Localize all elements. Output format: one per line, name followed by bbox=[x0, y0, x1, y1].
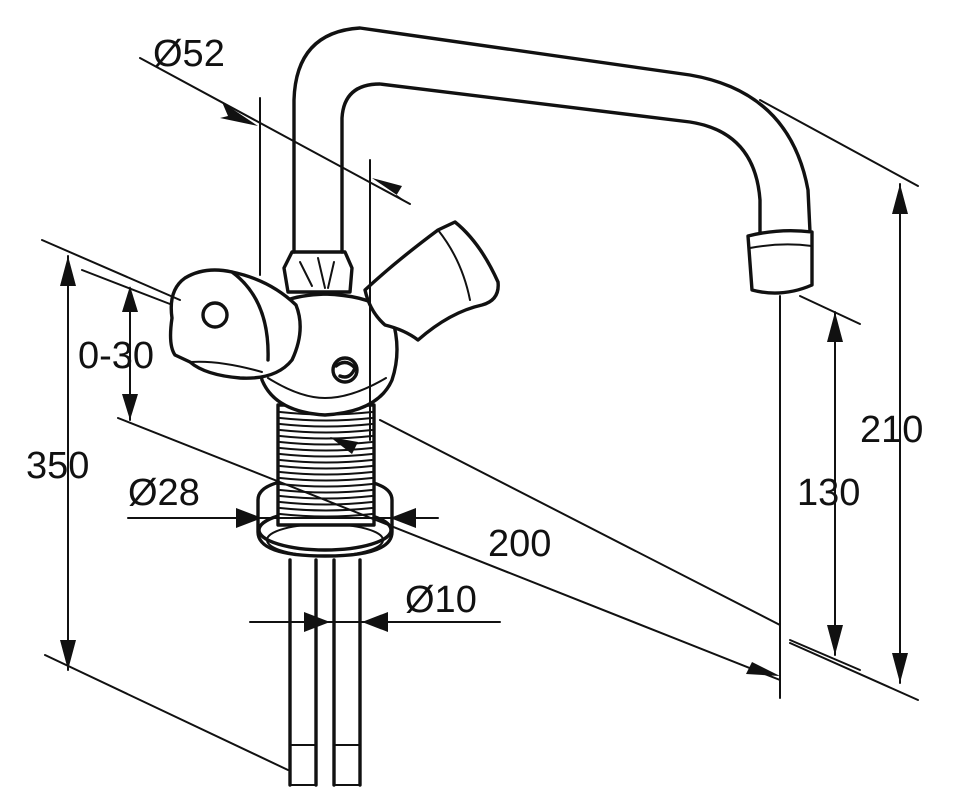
spout-aerator bbox=[746, 228, 814, 295]
label-spout-reach: 200 bbox=[488, 523, 551, 565]
shank-thread-line bbox=[279, 459, 373, 464]
label-spout-height: 210 bbox=[860, 409, 923, 451]
supply-pipes bbox=[288, 558, 362, 787]
dim-spout-diameter bbox=[139, 57, 411, 441]
dim-pipe-diameter bbox=[249, 612, 501, 632]
shank-thread-line bbox=[279, 471, 373, 476]
threaded-shank bbox=[276, 403, 376, 527]
shank-thread-line bbox=[279, 465, 373, 470]
dim-spout-height bbox=[759, 99, 919, 701]
dim-outlet-height bbox=[789, 295, 861, 671]
shank-thread-line bbox=[279, 453, 373, 458]
shank-thread-line bbox=[279, 423, 373, 428]
left-lever-handle bbox=[168, 268, 302, 380]
shank-thread-line bbox=[279, 501, 373, 506]
label-pipe-diameter: Ø10 bbox=[405, 579, 477, 621]
label-spout-diameter: Ø52 bbox=[153, 33, 225, 75]
shank-thread-line bbox=[279, 495, 373, 500]
dimension-lines bbox=[41, 57, 919, 771]
dimension-labels: Ø52 0-30 350 Ø28 200 Ø10 130 210 bbox=[26, 33, 923, 621]
label-shank-diameter: Ø28 bbox=[128, 472, 200, 514]
spout-collar-nut bbox=[282, 250, 354, 294]
shank-thread-line bbox=[279, 489, 373, 494]
label-total-height: 350 bbox=[26, 445, 89, 487]
shank-thread-line bbox=[279, 447, 373, 452]
dim-rotation-range bbox=[81, 269, 171, 421]
dim-shank-diameter bbox=[127, 508, 439, 528]
label-rotation-range: 0-30 bbox=[78, 335, 154, 377]
shank-thread-line bbox=[279, 477, 373, 482]
faucet-illustration bbox=[168, 26, 814, 787]
spout-pipe bbox=[292, 26, 812, 254]
shank-thread-line bbox=[279, 507, 373, 512]
right-cross-handle bbox=[363, 220, 500, 342]
dim-spout-reach bbox=[117, 417, 781, 681]
dim-total-height bbox=[41, 239, 289, 771]
shank-thread-line bbox=[279, 441, 373, 446]
shank-thread-line bbox=[279, 435, 373, 440]
shank-thread-line bbox=[279, 429, 373, 434]
shank-thread-line bbox=[279, 417, 373, 422]
valve-screw bbox=[331, 356, 359, 384]
label-outlet-height: 130 bbox=[797, 472, 860, 514]
